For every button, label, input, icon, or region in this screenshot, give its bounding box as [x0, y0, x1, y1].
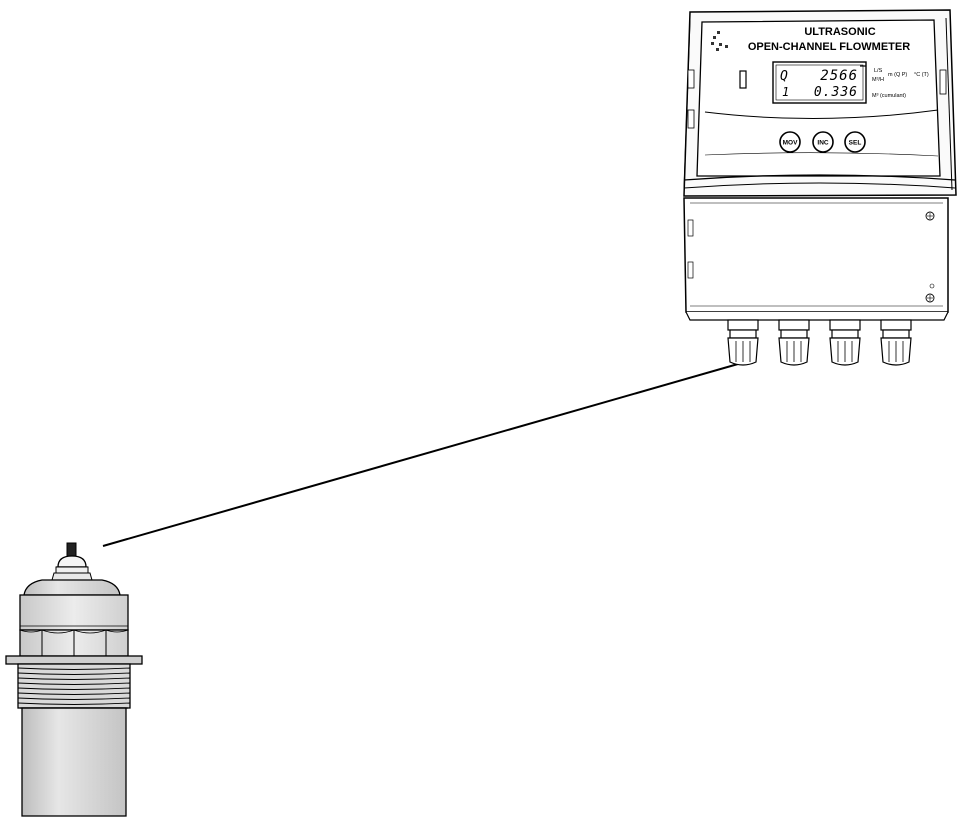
lcd-display: Q 2566 1 0.336 [772, 61, 867, 104]
unit-temp: °C (T) [914, 72, 929, 78]
sensor-cap [57, 555, 87, 568]
cable-gland-group [727, 319, 912, 366]
sensor-cable-stub [66, 542, 77, 558]
lcd-row1-label: Q [780, 69, 788, 84]
device-title-line1: ULTRASONIC [804, 26, 875, 38]
lcd-row2-label: 1 [782, 85, 789, 99]
unit-flow-b: M³/H [872, 77, 884, 83]
screw-icon [925, 211, 935, 221]
flowmeter-transmitter: ULTRASONIC OPEN-CHANNEL FLOWMETER Q 2566… [683, 9, 957, 366]
unit-mode: m (Q P) [888, 72, 907, 78]
sensor-flange [5, 655, 143, 665]
cable-gland [727, 319, 759, 366]
screw-icon [925, 293, 935, 303]
unit-flow-a: L/S [874, 68, 883, 74]
ultrasonic-sensor [5, 542, 143, 817]
status-led [739, 70, 747, 89]
mov-button[interactable]: MOV [779, 131, 801, 153]
sensor-lower-body [21, 707, 127, 817]
lcd-row2-value: 0.336 [814, 85, 858, 100]
inc-button-label: INC [817, 140, 829, 147]
sel-button-label: SEL [849, 140, 862, 147]
sensor-thread [17, 663, 131, 709]
logo-icon [711, 31, 728, 51]
cable-gland [829, 319, 861, 366]
lcd-row1-value: 2566 [820, 68, 858, 84]
device-title-line2: OPEN-CHANNEL FLOWMETER [748, 41, 910, 53]
terminal-box [683, 197, 949, 313]
unit-total: M³ (cumulant) [872, 93, 906, 99]
connection-cable [102, 361, 746, 547]
mov-button-label: MOV [783, 140, 798, 147]
sel-button[interactable]: SEL [844, 131, 866, 153]
cable-gland [778, 319, 810, 366]
sensor-upper-body [19, 594, 129, 631]
inc-button[interactable]: INC [812, 131, 834, 153]
cable-gland [880, 319, 912, 366]
